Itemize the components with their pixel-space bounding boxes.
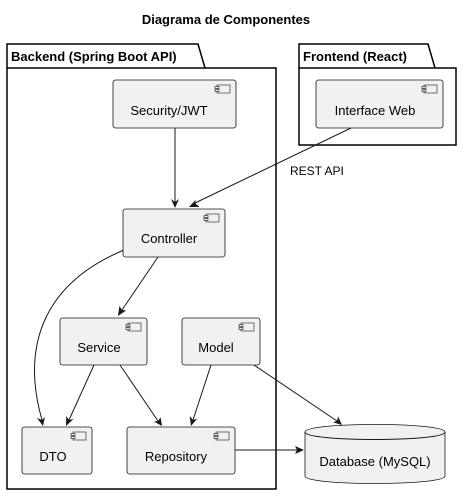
database-node[interactable]: Database (MySQL) <box>304 424 446 484</box>
component-service[interactable]: Service <box>59 317 148 366</box>
component-model[interactable]: Model <box>181 317 261 366</box>
diagram-title: Diagrama de Componentes <box>142 12 310 27</box>
database-icon-rim <box>304 431 446 440</box>
edge-security-controller-arrowhead <box>171 199 179 208</box>
edge-repository-database-arrowhead <box>295 446 304 454</box>
edge-controller-service <box>121 256 159 311</box>
component-icon <box>421 84 438 94</box>
edge-service-dto-arrowhead <box>66 416 74 426</box>
component-model-label: Model <box>198 340 234 355</box>
edge-web-controller <box>194 127 352 204</box>
component-icon <box>213 431 230 441</box>
component-repository[interactable]: Repository <box>126 426 236 475</box>
edge-controller-dto <box>34 249 125 421</box>
edge-model-database-arrowhead <box>332 416 342 425</box>
edge-controller-service-arrowhead <box>118 306 127 316</box>
edge-rest-api-label: REST API <box>290 164 344 178</box>
edge-service-repository <box>119 364 159 422</box>
component-icon <box>214 84 231 94</box>
edge-controller-dto-arrowhead <box>37 417 45 426</box>
edge-web-controller-arrowhead <box>189 199 200 207</box>
backend-package-label: Backend (Spring Boot API) <box>11 49 177 64</box>
component-interface-web[interactable]: Interface Web <box>315 79 444 129</box>
component-icon <box>125 322 142 332</box>
component-icon <box>70 431 87 441</box>
backend-package: Backend (Spring Boot API) <box>6 43 277 490</box>
component-service-label: Service <box>77 340 120 355</box>
component-icon <box>203 213 220 223</box>
component-icon <box>238 322 255 332</box>
edges: REST API <box>34 127 352 454</box>
component-interface-web-label: Interface Web <box>335 103 416 118</box>
edge-model-repository-arrowhead <box>189 416 198 426</box>
edge-model-repository <box>192 364 212 421</box>
component-repository-label: Repository <box>145 449 208 464</box>
edge-model-database <box>253 364 338 422</box>
component-dto[interactable]: DTO <box>21 426 93 475</box>
database-icon <box>304 424 446 484</box>
component-dto-label: DTO <box>39 449 66 464</box>
component-security-label: Security/JWT <box>130 103 207 118</box>
frontend-package-label: Frontend (React) <box>303 49 407 64</box>
edge-service-dto <box>68 364 95 421</box>
database-label: Database (MySQL) <box>319 454 430 469</box>
component-controller-label: Controller <box>141 231 198 246</box>
edge-service-repository-arrowhead <box>154 417 162 426</box>
component-security[interactable]: Security/JWT <box>112 79 237 129</box>
component-controller[interactable]: Controller <box>122 208 226 258</box>
